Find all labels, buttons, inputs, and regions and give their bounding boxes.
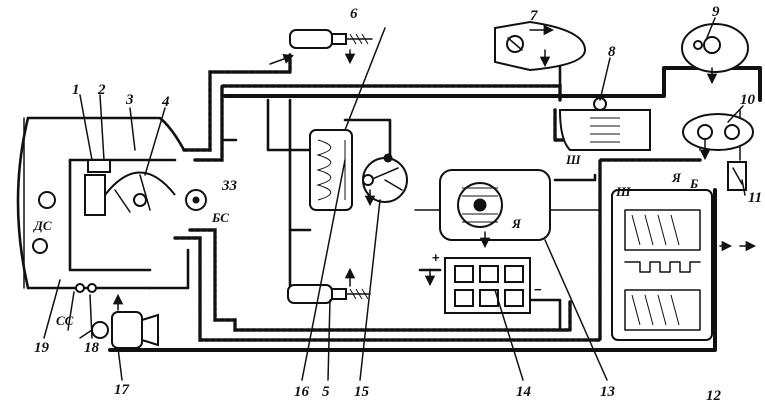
ignition-coil <box>309 129 353 211</box>
terminal-sh-regulator: Ш <box>615 184 631 199</box>
ignition-switch <box>185 189 207 211</box>
callout-8: 8 <box>608 44 616 60</box>
switch-11 <box>727 161 747 191</box>
distributor <box>362 153 408 203</box>
battery-plus: + <box>432 250 440 265</box>
callout-17: 17 <box>114 382 130 398</box>
battery <box>444 257 531 314</box>
callout-9: 9 <box>712 4 720 20</box>
lamp-side <box>682 113 754 151</box>
callout-5: 5 <box>322 384 330 400</box>
terminal-bs: БС <box>211 210 229 225</box>
callout-18: 18 <box>84 340 100 356</box>
callout-3: 3 <box>125 92 134 108</box>
wiring-harness <box>108 53 762 352</box>
terminal-b: Б <box>689 176 698 191</box>
callout-11: 11 <box>748 190 762 206</box>
callout-2: 2 <box>97 82 106 98</box>
callout-19: 19 <box>34 340 50 356</box>
terminal-ds: ДС <box>33 218 52 233</box>
callout-6: 6 <box>350 6 358 22</box>
lamp-rear <box>681 23 749 73</box>
panel-lamp <box>32 191 97 293</box>
callout-15: 15 <box>354 384 370 400</box>
terminal-ya-regulator: Я <box>671 170 682 185</box>
battery-minus: − <box>534 282 542 297</box>
callout-13: 13 <box>600 384 616 400</box>
relay-8 <box>558 97 651 151</box>
callout-14: 14 <box>516 384 532 400</box>
terminal-sh-generator: Ш <box>565 152 581 167</box>
leader-lines <box>43 17 746 381</box>
callout-4: 4 <box>161 94 170 110</box>
generator <box>414 169 551 241</box>
terminal-ya-generator: Я <box>511 216 522 231</box>
callout-12: 12 <box>706 388 722 404</box>
callout-7: 7 <box>530 8 538 24</box>
callout-labels: 1 2 3 4 5 6 7 8 9 10 11 12 13 14 15 16 1… <box>34 4 762 404</box>
headlamp-front <box>494 20 587 72</box>
voltage-regulator <box>611 189 713 341</box>
horn <box>79 311 159 349</box>
callout-1: 1 <box>72 82 80 98</box>
spark-plug-bottom <box>287 284 371 304</box>
terminal-ss: СС <box>56 313 74 328</box>
spark-plug-top <box>289 29 373 49</box>
current-arrows <box>112 24 757 311</box>
callout-16: 16 <box>294 384 310 400</box>
callout-10: 10 <box>740 92 756 108</box>
callout-33: 33 <box>221 178 238 194</box>
instrument-panel <box>16 116 186 290</box>
terminal-labels: ДС СС БС Ш Ш Я Я Б + − <box>33 152 698 328</box>
